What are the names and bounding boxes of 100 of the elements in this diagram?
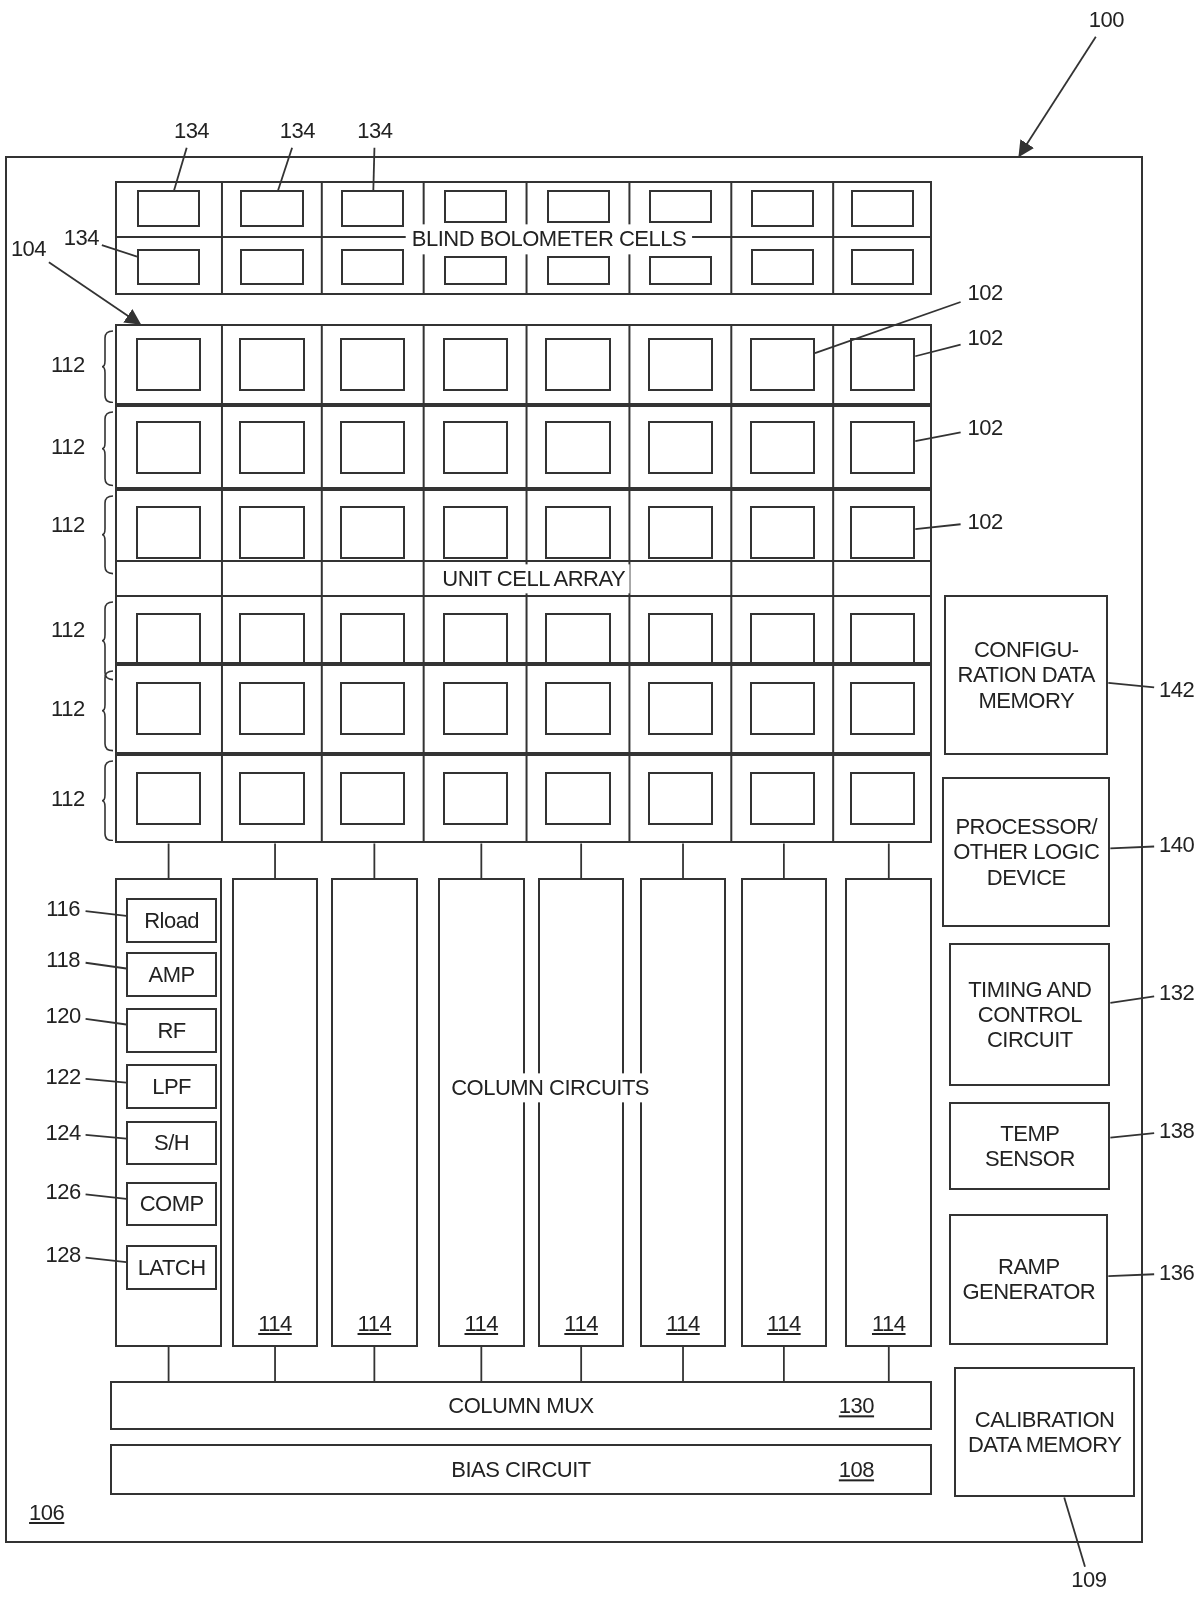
- leader-line: [914, 343, 962, 358]
- leader-line: [84, 910, 128, 917]
- reference-numeral: 142: [1154, 673, 1199, 706]
- unit-cell: [442, 772, 508, 826]
- block-label: COMP: [138, 1191, 205, 1217]
- unit-cell: [340, 506, 406, 560]
- circuit-block: [126, 1181, 217, 1227]
- block-label: CALIBRATION DATA MEMORY: [966, 1406, 1123, 1458]
- unit-cell: [545, 338, 611, 392]
- connector-line: [682, 1345, 684, 1383]
- unit-cell: [545, 682, 611, 736]
- leader-line: [372, 146, 376, 192]
- block-label: S/H: [153, 1130, 191, 1156]
- reference-numeral: 122: [40, 1060, 86, 1093]
- unit-cell: [340, 682, 406, 736]
- leader-line: [914, 431, 962, 442]
- reference-numeral: 120: [40, 999, 86, 1032]
- unit-cell: [850, 420, 916, 474]
- connector-line: [274, 842, 276, 879]
- leader-line: [84, 1017, 128, 1026]
- connector-line: [167, 1345, 170, 1383]
- reference-numeral: 114: [356, 1311, 393, 1337]
- unit-cell: [239, 338, 305, 392]
- bolometer-cell: [851, 190, 915, 228]
- bolometer-cell: [546, 255, 610, 286]
- reference-numeral: 102: [960, 505, 1010, 538]
- unit-cell: [442, 420, 508, 474]
- block-label: LATCH: [136, 1254, 207, 1280]
- arrow: [1018, 35, 1097, 158]
- reference-numeral: 116: [40, 892, 86, 925]
- leader-line: [84, 1133, 128, 1140]
- reference-numeral: 114: [665, 1311, 701, 1337]
- reference-numeral: 102: [960, 321, 1010, 355]
- connector-line: [782, 842, 785, 879]
- connector-line: [887, 1345, 890, 1383]
- reference-numeral: 112: [51, 785, 85, 812]
- function-block: [954, 1367, 1135, 1498]
- unit-cell: [850, 682, 916, 736]
- column-mux-bar: [110, 1381, 933, 1431]
- block-label: PROCESSOR/ OTHER LOGIC DEVICE: [952, 814, 1101, 891]
- unit-cell: [850, 772, 916, 826]
- reference-numeral: 134: [169, 115, 214, 148]
- connector-line: [580, 842, 583, 879]
- block-label: Rload: [143, 908, 201, 934]
- reference-numeral: 136: [1154, 1257, 1199, 1290]
- leader-line: [1063, 1496, 1086, 1568]
- reference-numeral: 112: [51, 616, 85, 643]
- function-block: [949, 1214, 1109, 1345]
- unit-cell: [239, 772, 305, 826]
- unit-cell: [545, 420, 611, 474]
- unit-cell: [340, 420, 406, 474]
- reference-numeral: 112: [51, 434, 85, 461]
- circuit-block: [126, 1120, 217, 1166]
- bolometer-cell: [137, 248, 201, 286]
- connector-line: [887, 842, 890, 879]
- bias-circuit-bar: [110, 1444, 933, 1496]
- reference-numeral: 102: [960, 411, 1010, 445]
- reference-numeral: 124: [40, 1116, 86, 1150]
- bolometer-cell: [546, 190, 610, 223]
- column-circuit-box: [845, 878, 933, 1347]
- bolometer-cell: [648, 255, 713, 286]
- connector-line: [167, 842, 170, 879]
- circuit-block: [126, 1008, 217, 1054]
- leader-line: [84, 1256, 128, 1263]
- block-label: CONFIGU- RATION DATA MEMORY: [956, 636, 1097, 713]
- unit-cell: [135, 338, 202, 392]
- unit-cell: [749, 682, 815, 736]
- reference-numeral: 138: [1154, 1114, 1199, 1147]
- unit-cell: [442, 506, 508, 560]
- unit-cell: [647, 772, 714, 826]
- reference-numeral: 108: [838, 1457, 875, 1483]
- unit-cell: [850, 338, 916, 392]
- block-label: AMP: [147, 962, 196, 988]
- bolometer-cell: [851, 248, 915, 286]
- connector-line: [480, 842, 483, 879]
- leader-line: [84, 1193, 128, 1200]
- unit-cell: [850, 506, 916, 560]
- leader-line: [1107, 682, 1156, 689]
- reference-numeral: 112: [51, 512, 85, 539]
- column-circuit-box: [232, 878, 318, 1347]
- unit-cell: [135, 772, 202, 826]
- leader-line: [100, 244, 138, 258]
- reference-numeral: 118: [40, 943, 86, 976]
- leader-line: [277, 146, 293, 192]
- unit-cell: [647, 420, 714, 474]
- leader-line: [173, 146, 188, 192]
- leader-line: [814, 301, 962, 355]
- block-label: LPF: [151, 1074, 193, 1100]
- reference-numeral: 114: [257, 1311, 293, 1337]
- connector-line: [782, 1345, 785, 1383]
- reference-numeral: 134: [352, 115, 398, 148]
- bolometer-cell: [443, 190, 507, 223]
- block-label: RF: [156, 1018, 187, 1044]
- function-block: [949, 1102, 1111, 1190]
- unit-cell: [135, 506, 202, 560]
- bolometer-cell: [648, 190, 713, 223]
- reference-numeral: 128: [40, 1238, 86, 1272]
- connector-line: [480, 1345, 483, 1383]
- unit-cell: [135, 682, 202, 736]
- unit-cell: [442, 338, 508, 392]
